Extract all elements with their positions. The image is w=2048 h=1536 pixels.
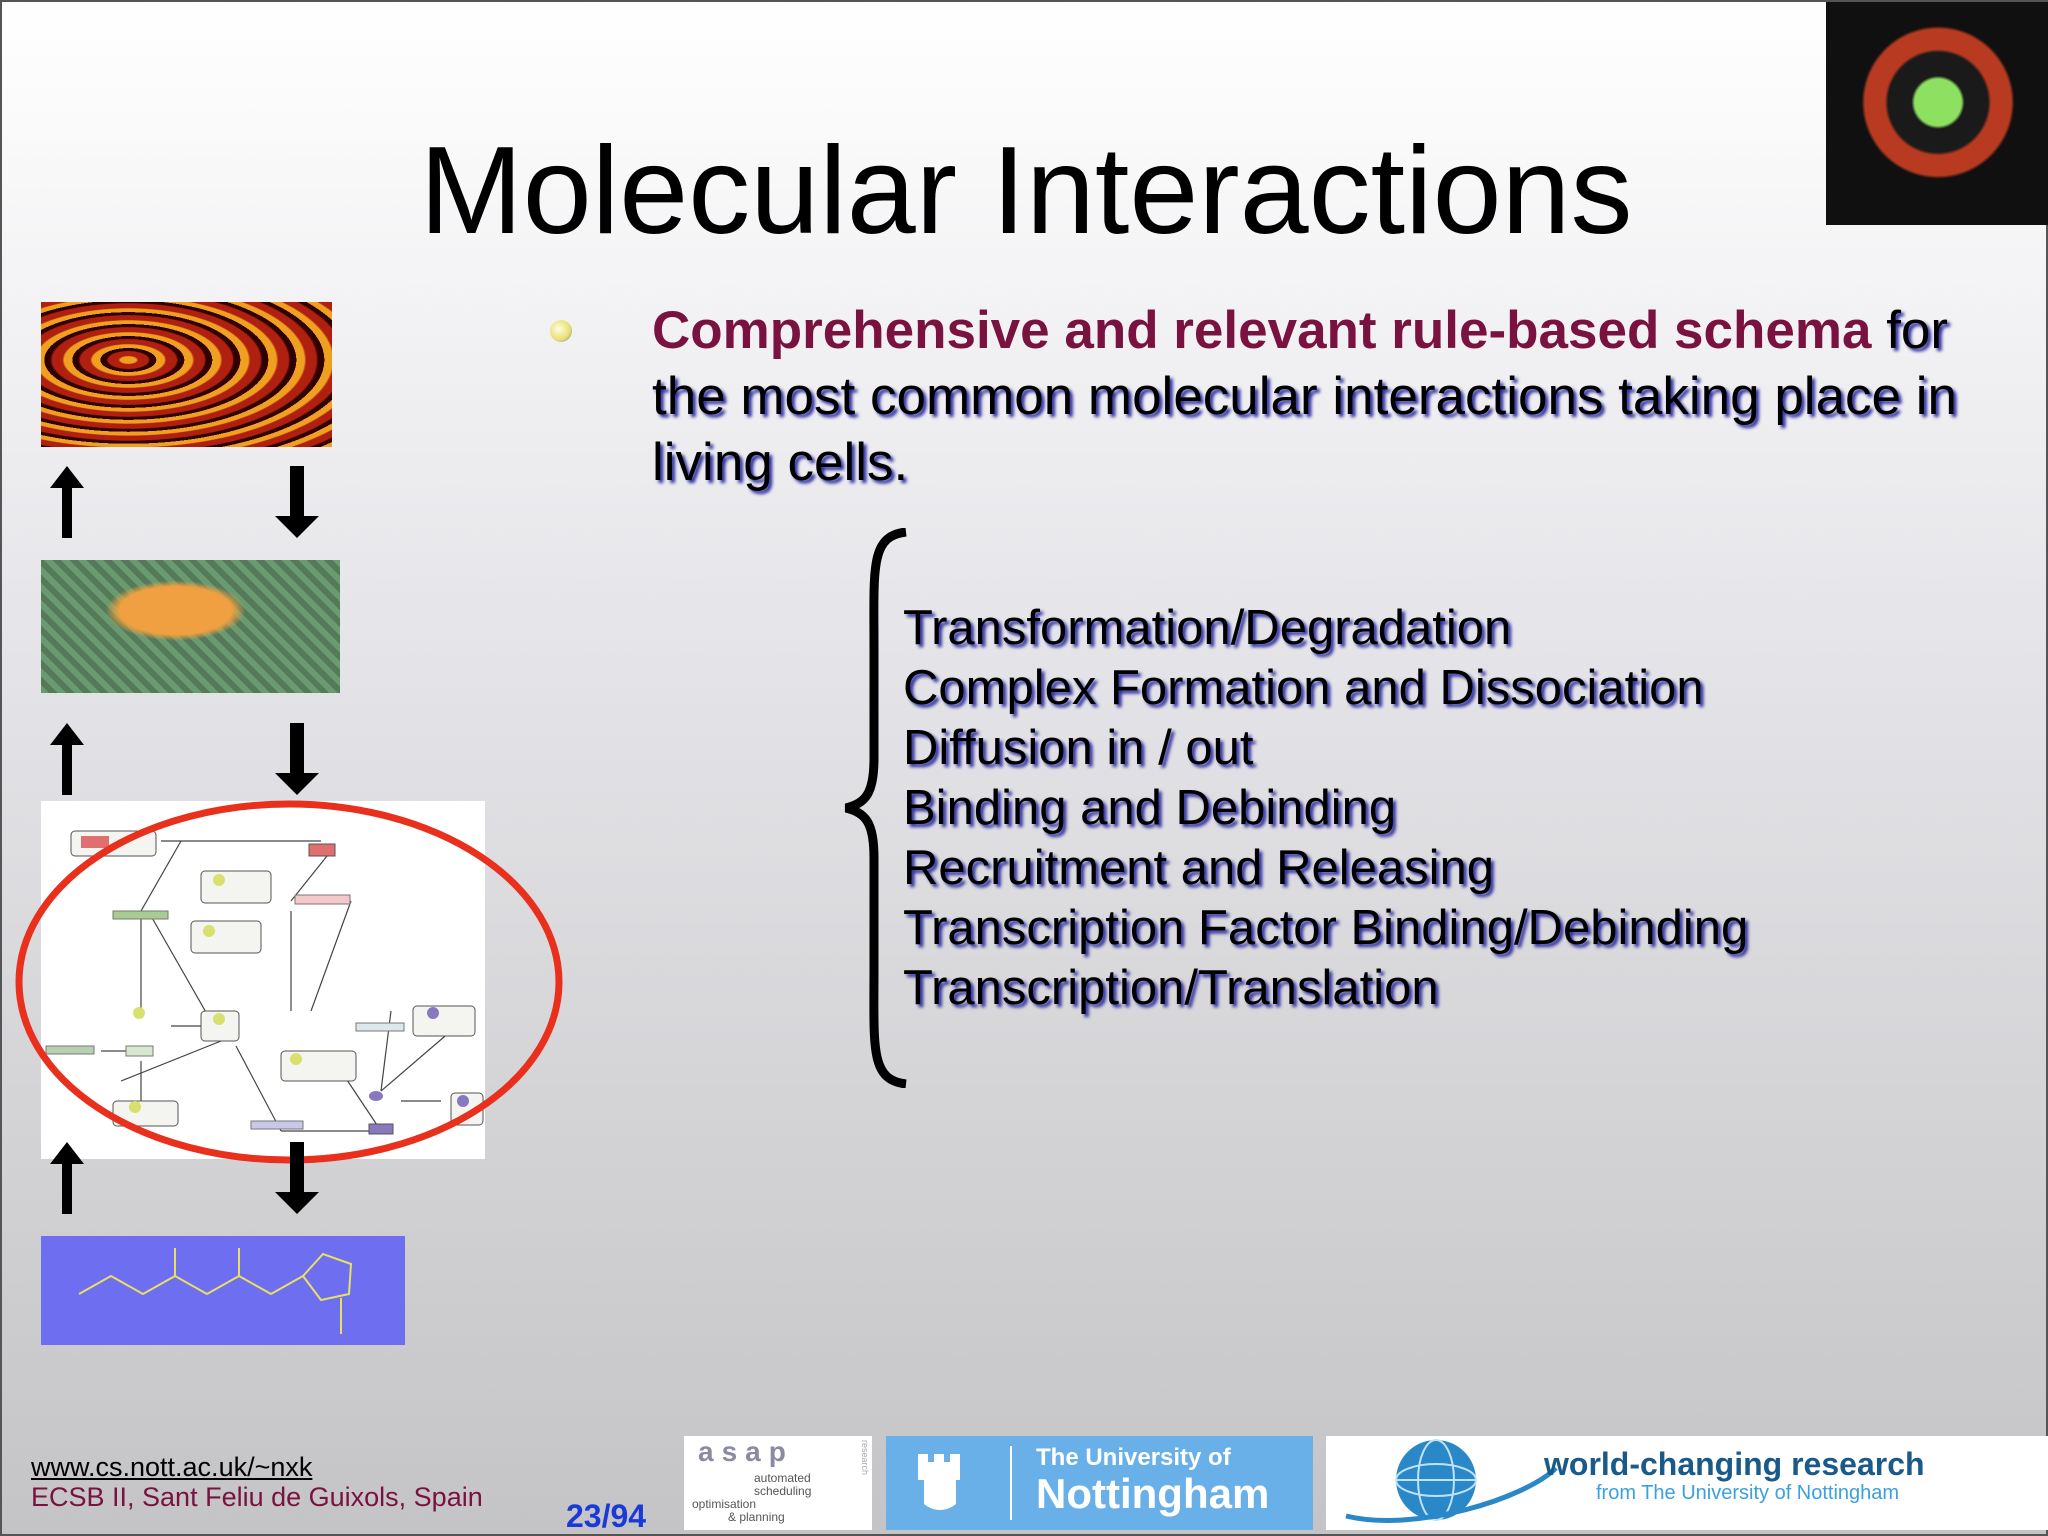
world-line1: world-changing research [1544, 1446, 1925, 1482]
list-item: Diffusion in / out [903, 721, 1254, 775]
venue-text: ECSB II, Sant Feliu de Guixols, Spain [31, 1482, 483, 1512]
bullet-rest: for the most common molecular interactio… [652, 301, 1957, 492]
asap-logo-name: asap [698, 1436, 794, 1467]
curly-brace [844, 528, 907, 1088]
page-number: 23/94 [566, 1498, 647, 1534]
nottingham-logo: The University of Nottingham [886, 1436, 1313, 1530]
asap-line: & planning [728, 1510, 785, 1524]
arrow-up-icon [50, 723, 84, 795]
bacteria-colony-image [41, 302, 332, 447]
world-line2: from The University of Nottingham [1596, 1482, 1900, 1504]
arrow-up-icon [50, 1142, 84, 1214]
arrow-up-icon [50, 466, 84, 538]
castle-icon [918, 1454, 960, 1510]
arrow-down-icon [275, 723, 319, 795]
world-changing-logo: world-changing research from The Univers… [1326, 1436, 2048, 1530]
nottingham-line2: Nottingham [1036, 1470, 1270, 1517]
asap-line: automated [754, 1471, 811, 1485]
slide-title: Molecular Interactions [419, 122, 1633, 260]
asap-logo-side: research [860, 1440, 870, 1476]
nottingham-line1: The University of [1036, 1444, 1231, 1471]
bacterium-image [41, 560, 340, 693]
bullet-highlight: Comprehensive and relevant rule-based sc… [652, 301, 1872, 360]
list-item: Transcription/Translation [903, 961, 1439, 1015]
list-item: Recruitment and Releasing [903, 841, 1495, 895]
molecule-structure [78, 1248, 353, 1334]
network-diagram-image [41, 801, 485, 1159]
list-item: Binding and Debinding [903, 781, 1397, 835]
author-url-link[interactable]: www.cs.nott.ac.uk/~nxk [31, 1452, 313, 1482]
bullet-icon [550, 320, 572, 342]
list-item: Complex Formation and Dissociation [903, 661, 1704, 715]
arrow-down-icon [275, 1142, 319, 1214]
cell-simulation-image [1826, 2, 2048, 225]
bullet-text: Comprehensive and relevant rule-based sc… [652, 298, 2032, 496]
asap-line: scheduling [754, 1484, 812, 1498]
list-item: Transcription Factor Binding/Debinding [903, 901, 1749, 955]
molecule-image [41, 1236, 405, 1345]
interaction-list: Transformation/Degradation Complex Forma… [903, 598, 1748, 1018]
asap-line: optimisation [692, 1497, 757, 1511]
globe-icon [1345, 1439, 1558, 1523]
list-item: Transformation/Degradation [903, 601, 1512, 655]
highlight-ellipse [15, 800, 563, 1164]
arrow-down-icon [275, 466, 319, 538]
